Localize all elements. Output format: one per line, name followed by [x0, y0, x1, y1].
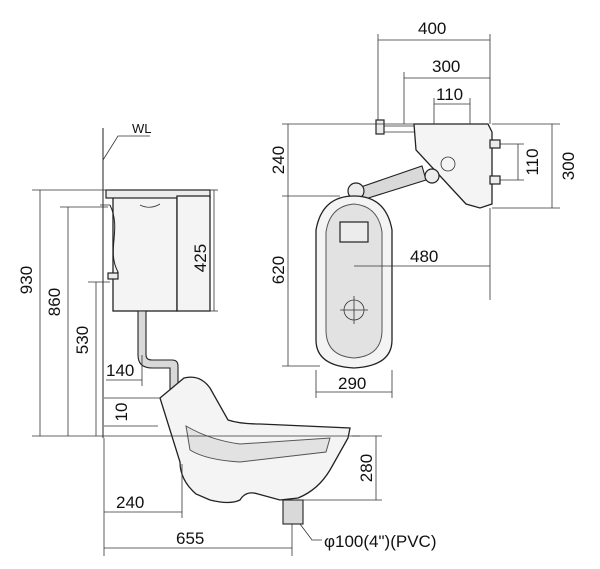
- dim-425: 425: [191, 244, 210, 272]
- dim-860: 860: [45, 288, 64, 316]
- plan-bracket-lower: [489, 175, 501, 185]
- dim-480: 480: [410, 247, 438, 266]
- dim-10: 10: [112, 403, 131, 422]
- cistern-lid: [105, 189, 211, 199]
- dim-240-side: 240: [116, 493, 144, 512]
- dim-110-top: 110: [436, 85, 463, 104]
- plan-view: 400 300 110 240 620 480 290 110: [269, 19, 578, 398]
- dim-530: 530: [73, 326, 92, 354]
- side-view: WL 930 860 530 425: [17, 121, 436, 556]
- dim-300-right: 300: [559, 152, 578, 180]
- supply-inlet: [107, 272, 119, 280]
- cistern-tank: [112, 195, 178, 312]
- pipe-spec: φ100(4")(PVC): [324, 532, 436, 551]
- plan-supply-hose: [384, 125, 414, 133]
- dim-400: 400: [418, 19, 446, 38]
- wl-label: WL: [132, 121, 152, 136]
- dim-300-top: 300: [432, 57, 460, 76]
- dim-290: 290: [338, 374, 366, 393]
- squat-pan-body: [159, 376, 351, 504]
- plan-bracket-upper: [489, 139, 501, 149]
- pipe-leader: [299, 523, 322, 541]
- dim-280: 280: [357, 454, 376, 482]
- outlet-pipe: [282, 499, 304, 525]
- dim-655: 655: [176, 529, 204, 548]
- dim-110-right: 110: [523, 148, 542, 175]
- dim-620: 620: [269, 256, 288, 284]
- plan-flush-pipe: [357, 165, 427, 201]
- dim-240-plan: 240: [269, 146, 288, 174]
- plan-supply-valve: [375, 119, 385, 135]
- supply-hose: [109, 204, 119, 279]
- cistern-plan-button: [440, 156, 456, 172]
- dim-930: 930: [17, 266, 36, 294]
- pan-bowl: [185, 425, 331, 463]
- wl-leader: [102, 135, 150, 161]
- flush-lever: [139, 203, 161, 208]
- cistern-plan: [413, 123, 493, 209]
- dim-140: 140: [106, 361, 134, 380]
- plan-pipe-elbow: [424, 168, 440, 184]
- pan-plan-hood: [339, 221, 369, 243]
- flush-pipe: [137, 310, 179, 393]
